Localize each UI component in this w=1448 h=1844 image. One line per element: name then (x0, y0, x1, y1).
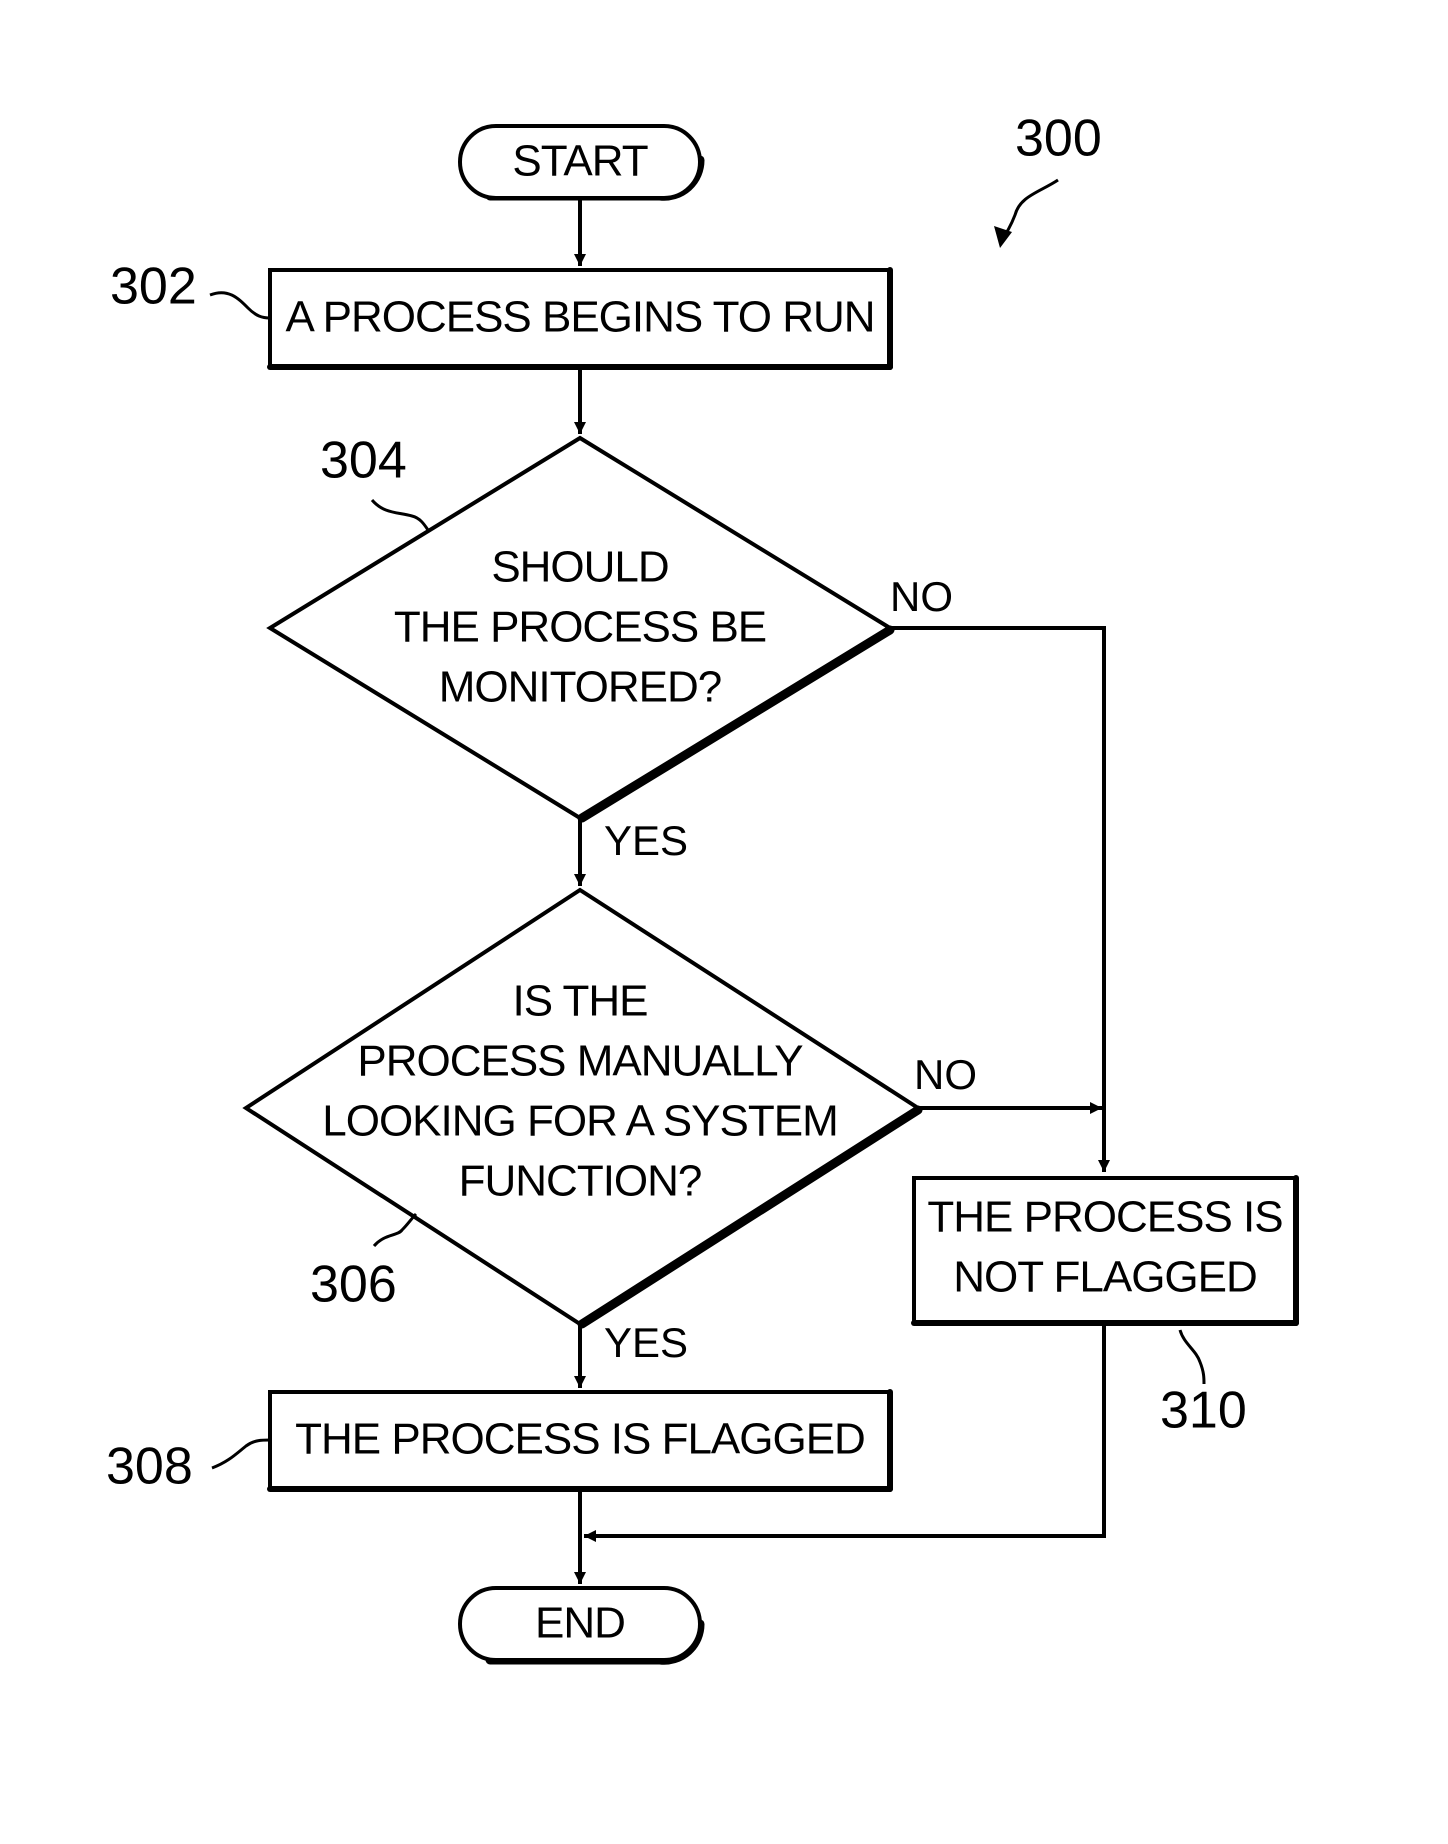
decision-304-line-3: MONITORED? (439, 663, 722, 712)
ref-308: 308 (106, 1438, 193, 1496)
ref-302-leader (210, 293, 270, 318)
ref-302: 302 (110, 258, 197, 316)
end-terminal: END (460, 1588, 700, 1660)
decision-306-line-2: PROCESS MANUALLY (357, 1037, 803, 1086)
step-310-line-1: THE PROCESS IS (927, 1193, 1282, 1242)
process-step-302: A PROCESS BEGINS TO RUN (270, 270, 890, 367)
ref-310: 310 (1160, 1382, 1247, 1440)
decision-306-no-label: NO (914, 1051, 977, 1098)
decision-306-line-3: LOOKING FOR A SYSTEM (322, 1097, 837, 1146)
decision-304-yes-label: YES (604, 817, 688, 864)
ref-304: 304 (320, 432, 407, 490)
decision-306-line-4: FUNCTION? (459, 1157, 702, 1206)
decision-306-yes-label: YES (604, 1319, 688, 1366)
process-step-310: THE PROCESS IS NOT FLAGGED (914, 1178, 1296, 1323)
start-terminal: START (460, 126, 700, 198)
figure-number: 300 (1015, 110, 1102, 168)
ref-310-leader (1180, 1330, 1204, 1384)
step-310-line-2: NOT FLAGGED (953, 1253, 1257, 1302)
ref-306: 306 (310, 1256, 397, 1314)
step-308-label: THE PROCESS IS FLAGGED (295, 1415, 865, 1464)
end-label: END (535, 1599, 625, 1648)
ref-304-leader (372, 500, 428, 530)
ref-308-leader (212, 1440, 270, 1468)
process-step-308: THE PROCESS IS FLAGGED (270, 1392, 890, 1489)
decision-304-line-1: SHOULD (491, 543, 668, 592)
decision-304-line-2: THE PROCESS BE (394, 603, 766, 652)
decision-306-line-1: IS THE (512, 977, 647, 1026)
decision-304-no-label: NO (890, 573, 953, 620)
step-302-label: A PROCESS BEGINS TO RUN (285, 293, 874, 342)
start-label: START (512, 137, 647, 186)
ref-306-leader (374, 1214, 416, 1246)
decision-304: SHOULD THE PROCESS BE MONITORED? (270, 438, 890, 818)
